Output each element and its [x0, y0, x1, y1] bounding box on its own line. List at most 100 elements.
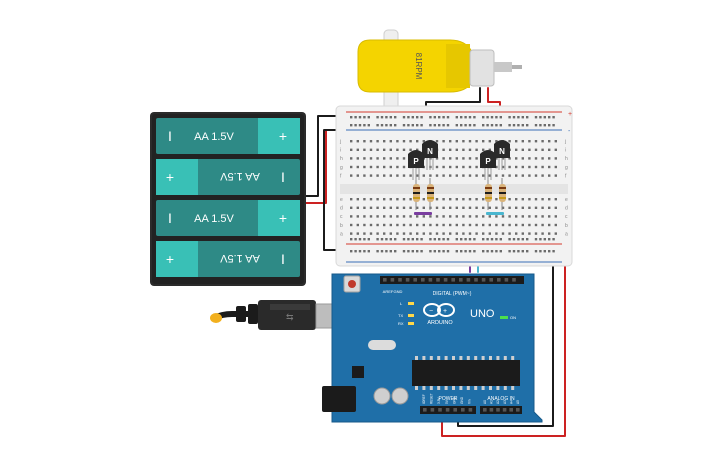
- svg-text:−: −: [429, 308, 433, 315]
- analog-pin[interactable]: [502, 408, 507, 412]
- dc-motor[interactable]: 81RPM: [357, 29, 522, 113]
- breadboard-hole: [548, 238, 551, 241]
- breadboard-hole: [554, 206, 557, 209]
- resistor-4[interactable]: [499, 178, 506, 210]
- power-pin[interactable]: [430, 408, 435, 412]
- breadboard-hole: [548, 174, 551, 177]
- arduino-uno[interactable]: DIGITAL (PWM~) AREF GND L TX RX − + ARDU…: [322, 273, 543, 423]
- breadboard-hole: [468, 250, 472, 253]
- transistor-type-label: N: [427, 147, 433, 156]
- breadboard-hole: [442, 206, 445, 209]
- header-pin[interactable]: [481, 278, 486, 282]
- analog-pin[interactable]: [483, 408, 487, 412]
- breadboard-hole: [541, 215, 544, 218]
- analog-pin[interactable]: [489, 408, 494, 412]
- breadboard-hole: [380, 116, 384, 119]
- breadboard-hole: [534, 215, 538, 218]
- analog-pin[interactable]: [509, 408, 513, 412]
- transistor[interactable]: N: [422, 140, 438, 170]
- breadboard-hole: [521, 232, 524, 235]
- jumper-purple[interactable]: [414, 212, 432, 215]
- power-jack[interactable]: [322, 386, 356, 412]
- breadboard-hole: [482, 250, 485, 253]
- resistor-3[interactable]: [485, 178, 492, 210]
- breadboard-hole: [363, 116, 366, 119]
- transistor[interactable]: P: [480, 150, 496, 180]
- breadboard-hole: [363, 206, 366, 209]
- power-pin[interactable]: [461, 408, 465, 412]
- breadboard-hole: [429, 238, 432, 241]
- power-pin[interactable]: [468, 408, 473, 412]
- breadboard-hole: [394, 238, 397, 241]
- breadboard-hole: [501, 215, 505, 218]
- power-pin[interactable]: [438, 408, 442, 412]
- wire-black-to-gnd[interactable]: [457, 251, 554, 427]
- battery-pack[interactable]: I+AA 1.5V+IAA 1.5VI+AA 1.5V+IAA 1.5V: [150, 112, 306, 286]
- breadboard-hole: [460, 238, 463, 241]
- l-label: L: [400, 301, 403, 306]
- power-pin[interactable]: [423, 408, 427, 412]
- breadboard-hole: [389, 250, 392, 253]
- resistor-1[interactable]: [413, 178, 420, 210]
- resistor-2[interactable]: [427, 178, 434, 210]
- breadboard-hole: [407, 124, 410, 127]
- breadboard-hole: [534, 223, 538, 227]
- power-pin[interactable]: [445, 408, 450, 412]
- brand-label: ARDUINO: [427, 320, 453, 326]
- breadboard-hole: [354, 124, 357, 127]
- breadboard-hole: [367, 116, 370, 119]
- header-pin[interactable]: [512, 278, 516, 282]
- breadboard-hole: [438, 116, 441, 119]
- breadboard-hole: [356, 174, 359, 177]
- breadboard-hole: [512, 238, 516, 241]
- transistor[interactable]: N: [494, 140, 510, 170]
- breadboard-hole: [534, 232, 538, 235]
- header-pin[interactable]: [443, 278, 448, 282]
- breadboard-hole: [369, 165, 373, 169]
- breadboard-hole: [488, 215, 491, 218]
- breadboard-hole: [435, 198, 439, 201]
- breadboard-hole: [541, 174, 544, 177]
- wire-red-to-5v[interactable]: [441, 251, 566, 437]
- usb-cable[interactable]: ⇆: [210, 300, 347, 330]
- breadboard-hole: [354, 116, 357, 119]
- breadboard-hole: [402, 215, 406, 218]
- power-pin[interactable]: [453, 408, 457, 412]
- breadboard-hole: [376, 116, 379, 119]
- header-pin[interactable]: [497, 278, 501, 282]
- header-pin[interactable]: [451, 278, 455, 282]
- crystal: [352, 366, 364, 378]
- breadboard-hole: [380, 124, 384, 127]
- header-pin[interactable]: [436, 278, 440, 282]
- header-pin[interactable]: [398, 278, 402, 282]
- breadboard-hole: [482, 238, 485, 241]
- header-pin[interactable]: [421, 278, 425, 282]
- header-pin[interactable]: [459, 278, 463, 282]
- jumper-cyan[interactable]: [486, 212, 504, 215]
- analog-pin[interactable]: [496, 408, 500, 412]
- header-pin[interactable]: [383, 278, 387, 282]
- analog-pin[interactable]: [516, 408, 520, 412]
- header-pin[interactable]: [405, 278, 410, 282]
- transistor[interactable]: P: [408, 150, 424, 180]
- breadboard-hole: [389, 140, 392, 143]
- analog-pin-label: A4: [509, 400, 513, 404]
- breadboard-hole: [356, 215, 359, 218]
- breadboard-hole: [473, 250, 476, 253]
- breadboard-hole: [369, 148, 373, 151]
- breadboard-hole: [429, 116, 432, 119]
- header-pin[interactable]: [413, 278, 417, 282]
- breadboard-hole: [446, 124, 450, 127]
- header-pin[interactable]: [466, 278, 471, 282]
- header-pin[interactable]: [428, 278, 433, 282]
- breadboard-hole: [482, 148, 485, 151]
- breadboard-hole: [541, 140, 544, 143]
- header-pin[interactable]: [489, 278, 493, 282]
- breadboard-hole: [416, 215, 419, 218]
- header-pin[interactable]: [504, 278, 509, 282]
- header-pin[interactable]: [474, 278, 478, 282]
- breadboard-hole: [521, 116, 524, 119]
- header-pin[interactable]: [390, 278, 395, 282]
- row-letter: d: [340, 206, 343, 212]
